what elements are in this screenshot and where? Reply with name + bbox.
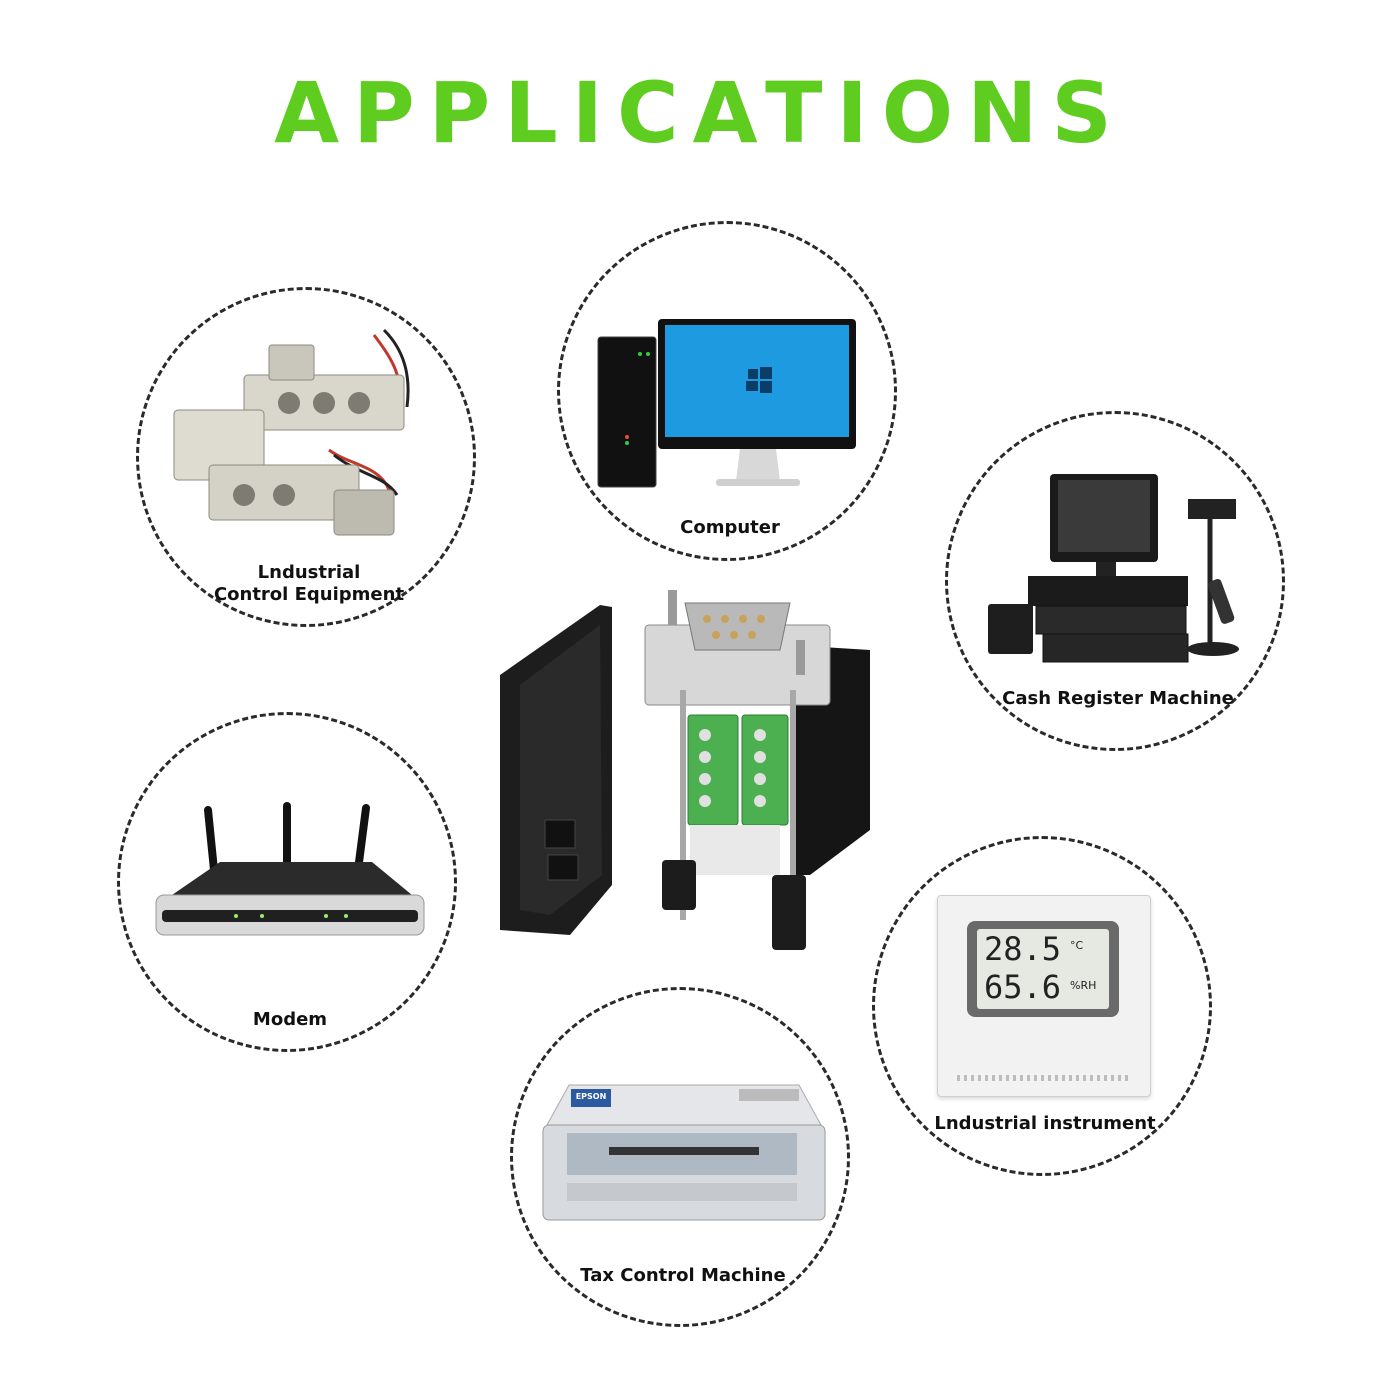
computer-label: Computer	[680, 517, 780, 538]
temperature-reading: 28.5	[984, 930, 1062, 968]
solenoid-valve-icon	[173, 328, 410, 536]
temperature-unit: °C	[1070, 939, 1084, 952]
dot-matrix-printer-icon: EPSON	[539, 1075, 829, 1225]
printer-brand: EPSON	[575, 1092, 607, 1101]
industrial-control-label: Lndustrial	[257, 562, 361, 583]
tax-control-label: Tax Control Machine	[580, 1265, 786, 1286]
db9-terminal-connector-icon	[500, 590, 870, 950]
computer-circle: Computer	[557, 221, 897, 561]
humidity-reading: 65.6	[984, 968, 1062, 1006]
modem-circle: Modem	[117, 712, 457, 1052]
cash-register-icon	[988, 474, 1239, 663]
tax-control-circle: EPSON Tax Control Machine	[510, 987, 850, 1327]
industrial-instrument-circle: 28.5 °C 65.6 %RH Lndustrial instrument	[872, 836, 1212, 1176]
humidity-unit: %RH	[1070, 979, 1097, 992]
industrial-control-label-line2: Control Equipment	[213, 584, 405, 605]
page-title: APPLICATIONS	[274, 64, 1126, 162]
computer-icon	[597, 319, 856, 488]
industrial-instrument-label: Lndustrial instrument	[934, 1113, 1156, 1134]
cash-register-label: Cash Register Machine	[1002, 688, 1234, 709]
thermometer-hygrometer-icon: 28.5 °C 65.6 %RH	[937, 895, 1151, 1097]
cash-register-circle: Cash Register Machine	[945, 411, 1285, 751]
router-icon	[155, 802, 425, 936]
industrial-control-circle: Lndustrial Control Equipment	[136, 287, 476, 627]
modem-label: Modem	[252, 1009, 328, 1030]
